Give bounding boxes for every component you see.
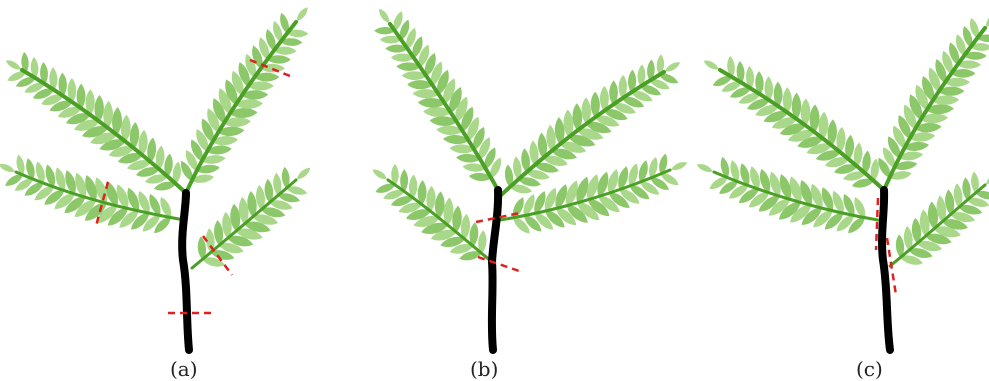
- leaf: [371, 167, 389, 182]
- branch-upper-left: [390, 24, 498, 190]
- panel-label-c: (c): [856, 357, 883, 381]
- panel-c: (c): [696, 11, 989, 381]
- panel-label-a: (a): [170, 357, 198, 381]
- branch-mid-right: [192, 180, 296, 268]
- leaf: [664, 60, 682, 74]
- cut-mark: [478, 257, 522, 272]
- leaf: [4, 58, 22, 72]
- branch-mid-right: [890, 185, 985, 266]
- panel-a: (a): [0, 6, 312, 381]
- cut-mark: [876, 198, 878, 250]
- trunk: [882, 190, 890, 350]
- panel-label-b: (b): [470, 357, 498, 381]
- foliage: [696, 11, 989, 267]
- trunk: [492, 190, 498, 350]
- foliage: [371, 7, 688, 263]
- leaf: [670, 160, 688, 172]
- trunk: [182, 193, 189, 350]
- leaf: [0, 162, 16, 174]
- foliage: [0, 6, 312, 269]
- leaf: [377, 7, 392, 25]
- panel-b: (b): [371, 7, 688, 381]
- leaf: [696, 162, 714, 174]
- leaf: [295, 166, 312, 182]
- leaf: [702, 58, 720, 72]
